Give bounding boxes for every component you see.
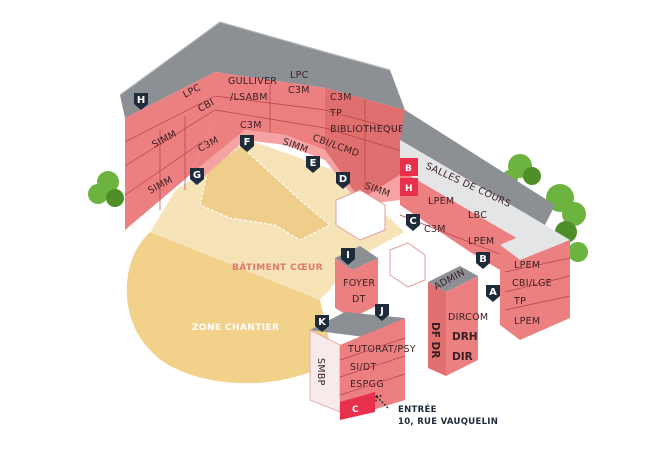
label-dir: DIR bbox=[452, 351, 473, 363]
label-c-cell: C bbox=[352, 405, 359, 415]
badge-i: I bbox=[341, 248, 355, 265]
entrance-arrow-icon bbox=[375, 395, 389, 409]
badge-shield-icon bbox=[134, 93, 148, 110]
entree-line-1: ENTRÉE bbox=[398, 403, 437, 415]
badge-g: G bbox=[190, 168, 204, 185]
main-building-wall-left bbox=[125, 72, 215, 230]
foyer-wall bbox=[335, 258, 378, 318]
badge-letter: I bbox=[346, 250, 350, 261]
badge-letter: D bbox=[339, 174, 347, 185]
label-drh: DRH bbox=[452, 331, 478, 343]
admin-roof bbox=[428, 266, 478, 292]
label-dircom: DIRCOM bbox=[448, 312, 488, 323]
label-c3m-c: C3M bbox=[424, 224, 446, 235]
right-end-floor-lines bbox=[504, 257, 571, 311]
label-b-cell: B bbox=[405, 164, 412, 174]
badge-letter: J bbox=[379, 306, 384, 317]
label-dt-i: DT bbox=[352, 294, 366, 305]
label-lpem-4: LPEM bbox=[514, 316, 540, 327]
main-building-roof bbox=[120, 22, 405, 118]
bottom-floor-lines bbox=[339, 337, 406, 396]
badge-k: K bbox=[315, 315, 329, 332]
main-building-roof-ridge bbox=[119, 21, 391, 96]
foyer-roof bbox=[335, 246, 378, 270]
badge-letter: C bbox=[409, 216, 416, 227]
badge-shield-icon bbox=[476, 252, 490, 269]
label-foyer: FOYER bbox=[343, 278, 375, 289]
badge-j: J bbox=[375, 304, 389, 321]
badges-layer: H G F E D C B A I J K bbox=[134, 93, 500, 332]
label-c3m-r: C3M bbox=[330, 92, 352, 103]
admin-wall-left bbox=[428, 282, 446, 376]
badge-a: A bbox=[486, 285, 500, 302]
tree-left bbox=[88, 171, 124, 207]
badge-letter: H bbox=[137, 95, 145, 106]
label-lpem-3: LPEM bbox=[514, 260, 540, 271]
badge-d: D bbox=[336, 172, 350, 189]
label-tp-r: TP bbox=[329, 108, 342, 119]
label-lbc: LBC bbox=[468, 210, 487, 221]
badge-shield-icon bbox=[341, 248, 355, 265]
label-lpem-1: LPEM bbox=[428, 196, 454, 207]
label-tp-a: TP bbox=[513, 296, 526, 307]
main-building-floor-lines bbox=[124, 80, 406, 210]
right-wing-roof-top bbox=[400, 140, 545, 240]
badge-b: B bbox=[476, 252, 490, 269]
label-gulliver: GULLIVER bbox=[228, 76, 277, 87]
badge-shield-icon bbox=[306, 156, 320, 173]
label-lpem-2: LPEM bbox=[468, 236, 494, 247]
right-end-roof bbox=[500, 225, 570, 260]
badge-letter: E bbox=[310, 158, 317, 169]
label-espgg: ESPGG bbox=[350, 379, 384, 390]
label-tutorat: TUTORAT/PSY bbox=[347, 344, 416, 355]
badge-letter: K bbox=[318, 317, 327, 328]
badge-shield-icon bbox=[315, 315, 329, 332]
zone-chantier-area bbox=[126, 232, 335, 384]
badge-h: H bbox=[134, 93, 148, 110]
courtyard-inner-shape bbox=[199, 144, 332, 241]
label-batiment-coeur: BÂTIMENT CŒUR bbox=[232, 261, 323, 273]
badge-shield-icon bbox=[240, 135, 254, 152]
highlight-cell-h bbox=[400, 178, 418, 196]
badge-shield-icon bbox=[190, 168, 204, 185]
badge-letter: F bbox=[244, 137, 251, 148]
badge-letter: G bbox=[193, 170, 201, 181]
main-building-wall-mid bbox=[190, 72, 325, 175]
badge-letter: B bbox=[479, 254, 487, 265]
badge-shield-icon bbox=[486, 285, 500, 302]
entree-line-2: 10, RUE VAUQUELIN bbox=[398, 417, 498, 427]
pavilion-outlines bbox=[335, 189, 426, 288]
label-h-cell: H bbox=[405, 184, 413, 194]
label-cbi-lge: CBI/LGE bbox=[512, 278, 552, 289]
label-c3m-top: C3M bbox=[288, 85, 310, 96]
label-zone-chantier: ZONE CHANTIER bbox=[192, 323, 279, 333]
bottom-highlight-c bbox=[340, 392, 375, 420]
label-bibliotheque: BIBLIOTHEQUE bbox=[330, 124, 404, 135]
label-c3m-f: C3M bbox=[240, 120, 262, 131]
badge-shield-icon bbox=[406, 214, 420, 231]
badge-shield-icon bbox=[336, 172, 350, 189]
badge-c: C bbox=[406, 214, 420, 231]
main-building-inner-wall bbox=[190, 130, 400, 205]
badge-f: F bbox=[240, 135, 254, 152]
highlight-cell-b bbox=[400, 158, 418, 176]
label-lsabm: /LSABM bbox=[230, 92, 268, 103]
label-df-dr: DF DR bbox=[429, 322, 441, 358]
label-lpc-top: LPC bbox=[290, 70, 309, 81]
admin-wall bbox=[446, 276, 478, 376]
badge-letter: A bbox=[489, 287, 497, 298]
right-wing-roof bbox=[400, 110, 555, 225]
label-si-dt: SI/DT bbox=[350, 362, 377, 373]
label-smbp: SMBP bbox=[315, 358, 326, 386]
badge-e: E bbox=[306, 156, 320, 173]
badge-shield-icon bbox=[375, 304, 389, 321]
right-end-wall bbox=[500, 240, 570, 340]
